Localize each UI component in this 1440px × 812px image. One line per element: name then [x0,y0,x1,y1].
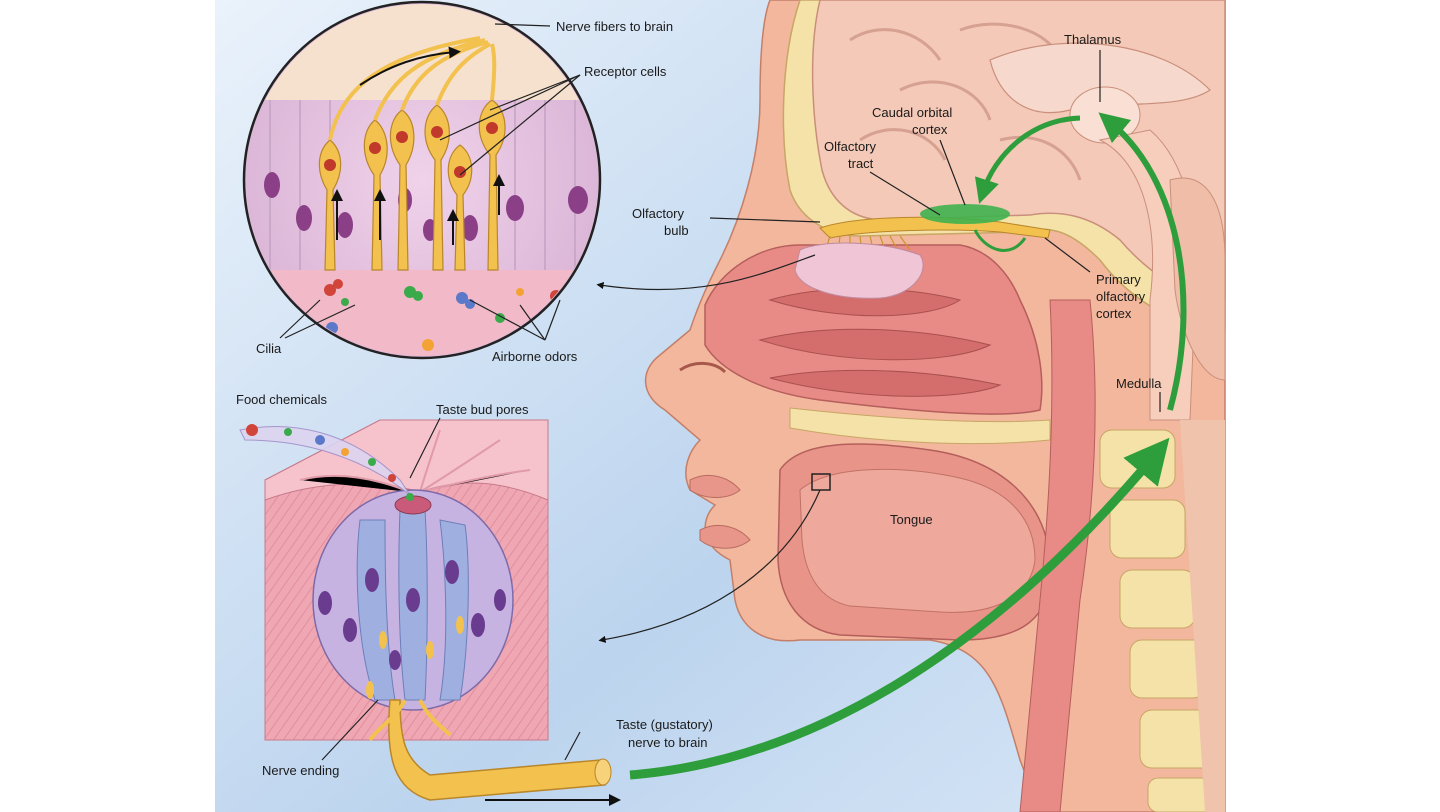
food-chemical-particles [246,424,414,501]
olfactory-epithelium-inset [242,0,602,360]
label-nerve-fibers: Nerve fibers to brain [556,19,673,34]
label-caudal-orbital-line1: Caudal orbital [872,105,952,120]
label-primary-olfactory-line3: cortex [1096,306,1132,321]
leader-lines [279,23,1161,761]
connector-arrows [485,254,831,806]
label-olfactory-tract-line2: tract [848,156,874,171]
vertebrae [1099,429,1221,812]
head-cross-section [644,0,1226,812]
label-tongue: Tongue [890,512,933,527]
label-airborne-odors: Airborne odors [492,349,578,364]
taste-bud-inset [239,419,612,801]
label-cilia: Cilia [256,341,282,356]
label-taste-nerve-line2: nerve to brain [628,735,708,750]
label-receptor-cells: Receptor cells [584,64,667,79]
labels: Nerve fibers to brain Receptor cells Tha… [236,19,1162,778]
label-olfactory-bulb-line1: Olfactory [632,206,685,221]
label-thalamus: Thalamus [1064,32,1122,47]
label-olfactory-tract-line1: Olfactory [824,139,877,154]
label-caudal-orbital-line2: cortex [912,122,948,137]
label-olfactory-bulb-line2: bulb [664,223,689,238]
label-taste-nerve-line1: Taste (gustatory) [616,717,713,732]
green-pathway-arrows [629,112,1187,780]
olfactory-bulb-and-tract [794,204,1051,299]
label-primary-olfactory-line2: olfactory [1096,289,1146,304]
label-nerve-ending: Nerve ending [262,763,339,778]
label-taste-bud-pores: Taste bud pores [436,402,529,417]
label-medulla: Medulla [1116,376,1162,391]
label-food-chemicals: Food chemicals [236,392,328,407]
label-primary-olfactory-line1: Primary [1096,272,1141,287]
